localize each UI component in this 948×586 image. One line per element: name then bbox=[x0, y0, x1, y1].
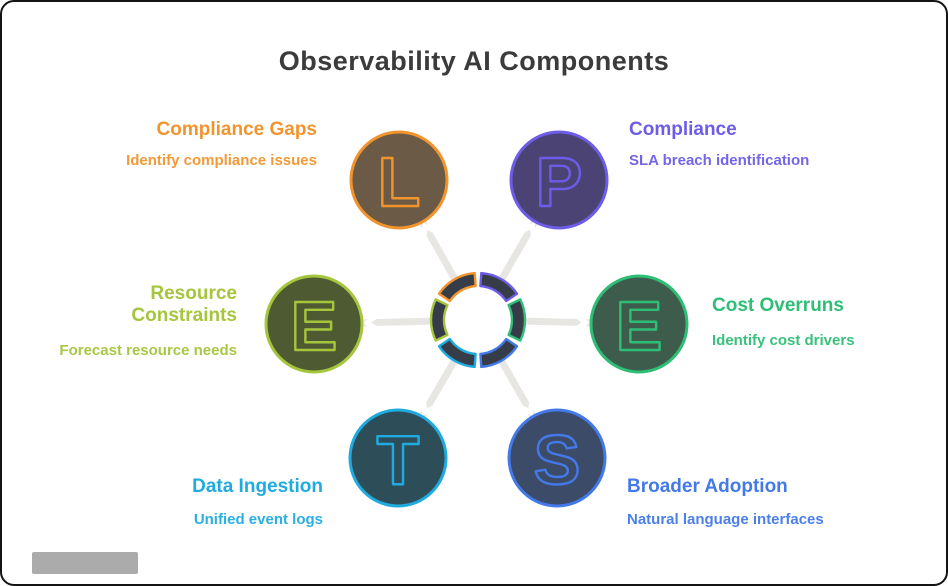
node-heading: Compliance Gaps bbox=[156, 119, 318, 140]
circle-shape bbox=[264, 274, 364, 374]
node-letter-e: E bbox=[291, 287, 338, 365]
page-title: Observability AI Components bbox=[278, 46, 670, 76]
node-circle-broader-adoption: S bbox=[507, 408, 607, 508]
node-subtitle: Unified event logs bbox=[193, 511, 323, 528]
node-heading: Data Ingestion bbox=[192, 476, 323, 497]
node-letter-l: L bbox=[378, 143, 421, 221]
label-resource-constraints: Resource Constraints Forecast resource n… bbox=[59, 283, 237, 360]
circle-shape bbox=[589, 274, 689, 374]
node-subtitle: Natural language interfaces bbox=[627, 511, 824, 528]
node-subtitle: Identify cost drivers bbox=[712, 332, 855, 349]
node-subtitle: SLA breach identification bbox=[629, 152, 810, 169]
node-heading: Broader Adoption bbox=[627, 476, 788, 497]
node-circle-compliance-gaps: L bbox=[349, 130, 449, 230]
node-circle-data-ingestion: T bbox=[348, 408, 448, 508]
node-heading: Compliance bbox=[629, 119, 737, 140]
hub-donut-ring bbox=[429, 271, 527, 369]
node-letter-s: S bbox=[534, 421, 581, 499]
circle-shape bbox=[348, 408, 448, 508]
node-letter-t: T bbox=[377, 421, 420, 499]
node-subtitle: Forecast resource needs bbox=[59, 342, 237, 359]
spoke-chevron-icons bbox=[362, 222, 591, 416]
label-compliance: Compliance SLA breach identification bbox=[629, 119, 809, 170]
watermark-box bbox=[32, 552, 138, 574]
label-broader-adoption: Broader Adoption Natural language interf… bbox=[627, 476, 824, 529]
node-heading: Resource Constraints bbox=[131, 283, 237, 326]
circle-shape bbox=[509, 130, 609, 230]
node-subtitle: Identify compliance issues bbox=[126, 152, 317, 169]
node-circle-cost-overruns: E bbox=[589, 274, 689, 374]
node-heading: Cost Overruns bbox=[712, 295, 844, 316]
node-circle-compliance: P bbox=[509, 130, 609, 230]
hub-hole bbox=[438, 280, 518, 360]
circle-shape bbox=[507, 408, 607, 508]
label-compliance-gaps: Compliance Gaps Identify compliance issu… bbox=[126, 119, 317, 170]
node-letter-p: P bbox=[536, 143, 583, 221]
circle-shape bbox=[349, 130, 449, 230]
label-cost-overruns: Cost Overruns Identify cost drivers bbox=[712, 295, 855, 350]
label-data-ingestion: Data Ingestion Unified event logs bbox=[192, 476, 323, 529]
node-circle-resource-constraints: E bbox=[264, 274, 364, 374]
node-letter-e: E bbox=[616, 287, 663, 365]
